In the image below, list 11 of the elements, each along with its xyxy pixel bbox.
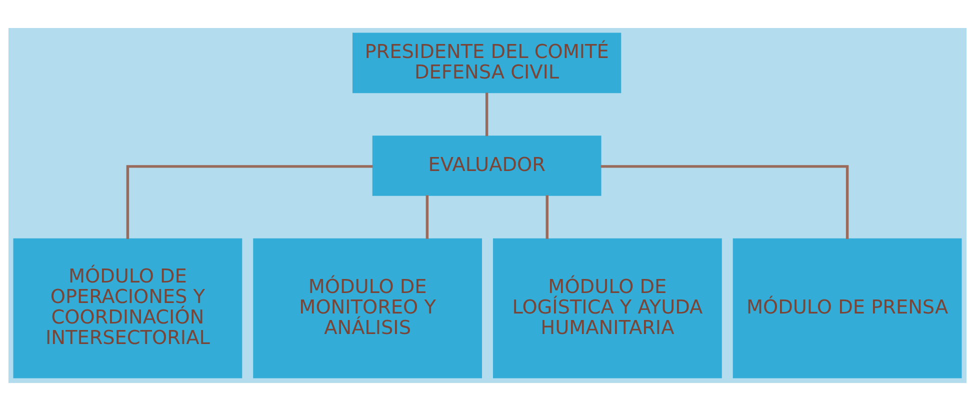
connector (485, 92, 488, 136)
node-box: MÓDULO DE LOGÍSTICA Y AYUDA HUMANITARIA (492, 238, 722, 378)
node-box: EVALUADOR (372, 135, 602, 196)
node-box: MÓDULO DE MONITOREO Y ANÁLISIS (253, 238, 482, 378)
connector (600, 164, 849, 239)
node-box: PRESIDENTE DEL COMITÉ DEFENSA CIVIL (352, 32, 622, 93)
node-box: MÓDULO DE OPERACIONES Y COORDINACIÓN INTERSECTORIAL (13, 238, 242, 378)
node-box: MÓDULO DE PRENSA (732, 238, 962, 378)
connector (546, 194, 548, 238)
connector (426, 194, 429, 238)
connector (126, 164, 373, 239)
